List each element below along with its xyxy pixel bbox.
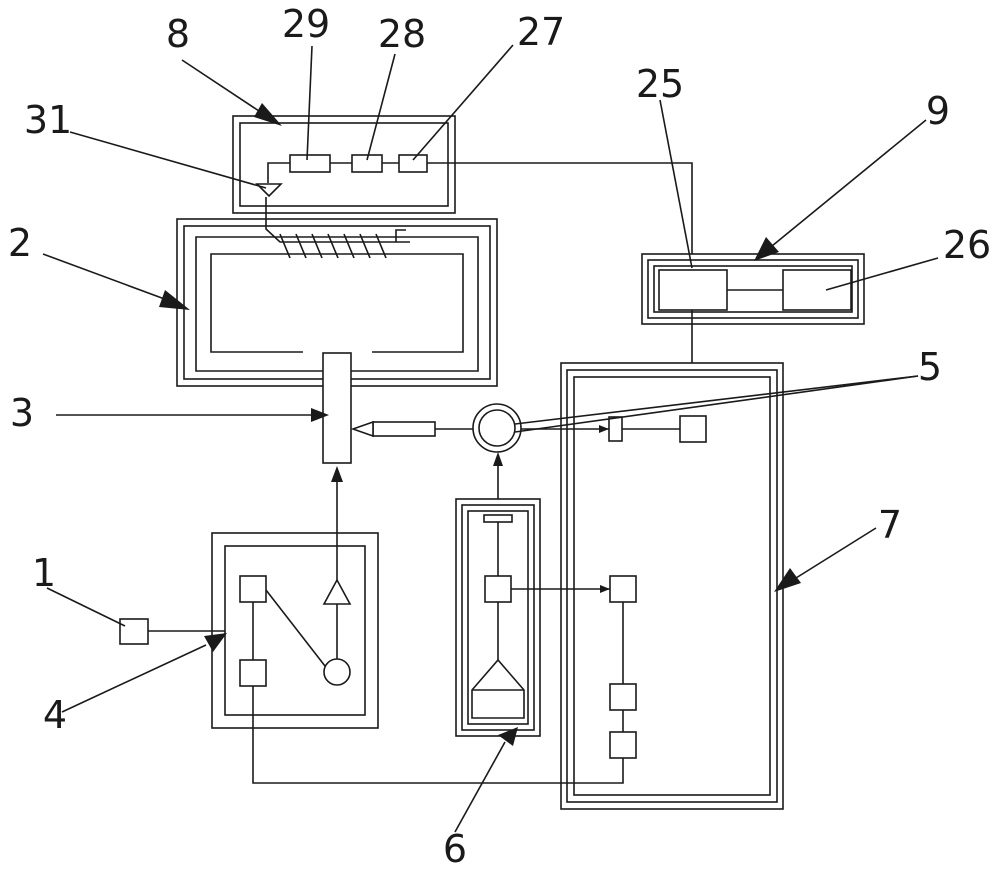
component-26 (782, 269, 852, 311)
unit-4-housing (211, 532, 379, 729)
unit-6-housing (455, 498, 541, 737)
label-8: 8 (166, 12, 190, 56)
unit-7-housing (560, 362, 784, 810)
label-26: 26 (943, 223, 991, 267)
cap-element (483, 514, 513, 523)
leader-lines (42, 44, 939, 833)
label-6: 6 (443, 827, 467, 871)
unit-8-housing (232, 115, 456, 214)
component-25 (658, 269, 728, 311)
label-4: 4 (43, 693, 67, 737)
label-29: 29 (282, 2, 330, 46)
label-3: 3 (10, 391, 34, 435)
bottom-wire (252, 686, 624, 784)
wire-27-to-25 (427, 162, 693, 270)
sensor-box-top (679, 415, 707, 443)
injector-tip (350, 420, 374, 438)
reference-labels: 8 29 28 27 31 25 9 2 26 5 3 7 1 4 6 (8, 2, 991, 871)
box-4-upper (239, 575, 267, 603)
label-2: 2 (8, 221, 32, 265)
box-6 (484, 575, 512, 603)
component-1 (119, 618, 149, 645)
injector-pipe (372, 421, 436, 437)
coil-end (395, 229, 406, 242)
label-28: 28 (378, 12, 426, 56)
pump-housing (471, 658, 525, 719)
motor-circle (323, 658, 351, 686)
pump-triangle (322, 578, 352, 605)
label-7: 7 (878, 503, 902, 547)
label-25: 25 (636, 62, 684, 106)
coil-pipe (265, 197, 410, 243)
box-7-lower (609, 731, 637, 759)
component-5-ring (472, 403, 522, 453)
component-28 (351, 154, 383, 173)
box-7-upper (609, 575, 637, 603)
label-31: 31 (24, 98, 72, 142)
coil-windings (279, 233, 387, 259)
box-7-middle (609, 683, 637, 711)
label-5: 5 (918, 345, 942, 389)
label-27: 27 (517, 10, 565, 54)
small-element (608, 416, 623, 442)
label-9: 9 (926, 89, 950, 133)
label-1: 1 (32, 551, 56, 595)
box-4-lower (239, 659, 267, 687)
component-29 (289, 154, 331, 173)
component-27 (398, 154, 428, 173)
component-3 (322, 352, 352, 464)
